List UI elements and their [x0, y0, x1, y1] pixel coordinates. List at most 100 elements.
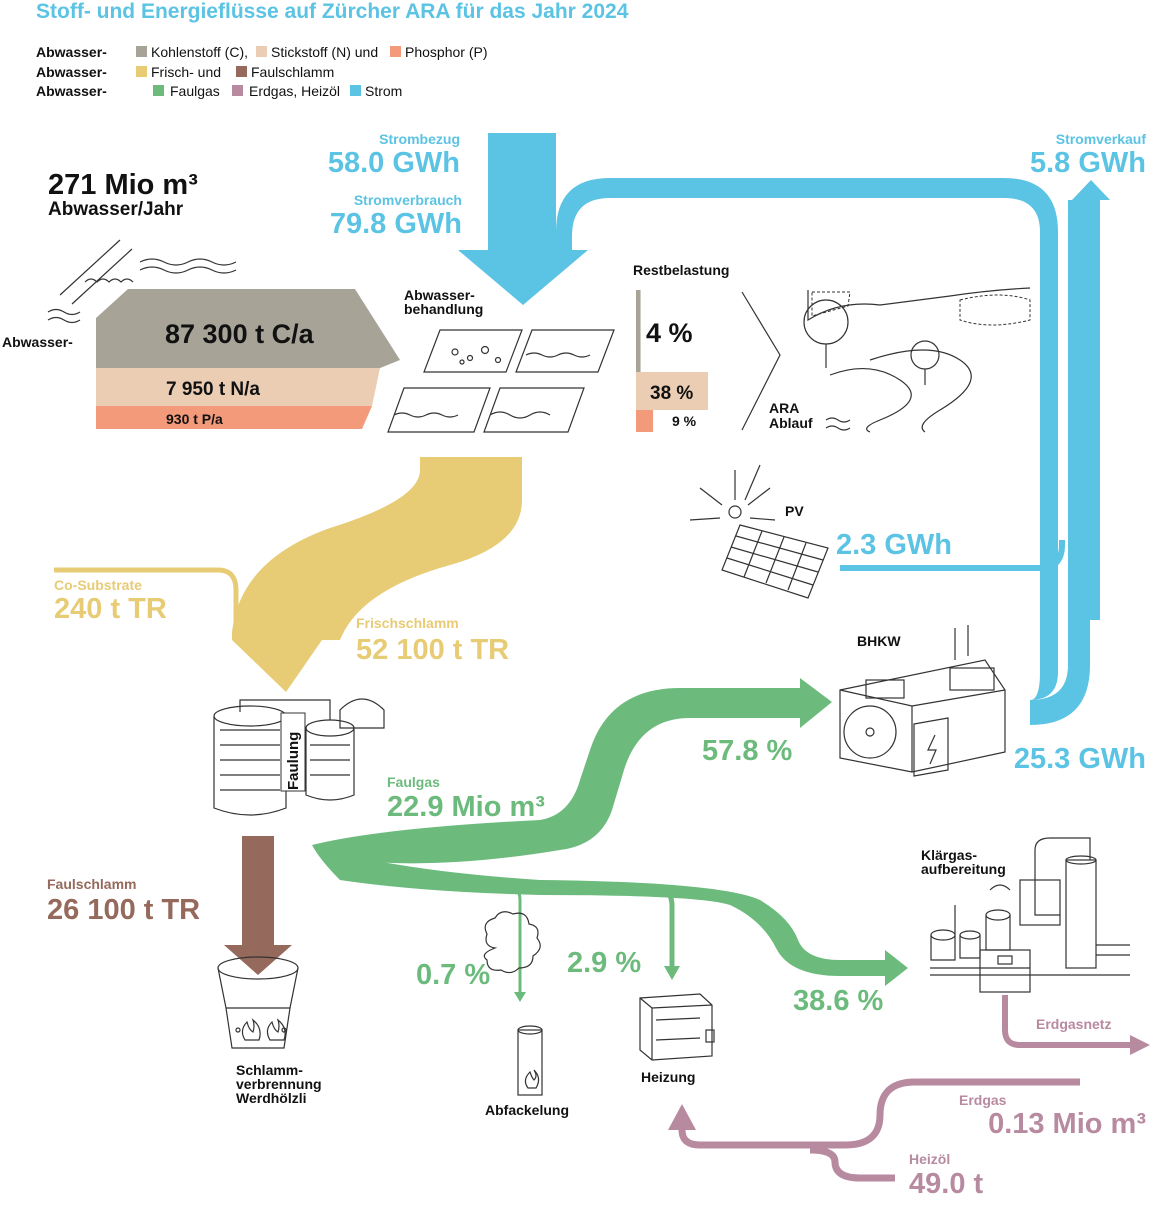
- upgrade-label-line2: aufbereitung: [921, 861, 1006, 877]
- heating-line: [540, 883, 675, 968]
- frischschlamm-label: Frischschlamm: [356, 615, 459, 631]
- erdgasnetz-arrowhead: [1130, 1035, 1150, 1055]
- legend-item-phosphor: Phosphor (P): [405, 44, 487, 60]
- bhkw-strom-value: 25.3 GWh: [1014, 743, 1146, 775]
- heizoel-value: 49.0 t: [909, 1168, 983, 1200]
- flare-pct: 0.7 %: [416, 959, 490, 991]
- carbon-value: 87 300 t C/a: [165, 319, 315, 349]
- page-title: Stoff- und Energieflüsse auf Zürcher ARA…: [36, 0, 629, 23]
- faulgas-value: 22.9 Mio m³: [387, 791, 545, 823]
- flare-label: Abfackelung: [485, 1102, 569, 1118]
- legend-item-stickstoff: Stickstoff (N) und: [271, 44, 378, 60]
- strombezug-label: Strombezug: [379, 131, 460, 147]
- faulgas-to-bhkw-band: [312, 678, 832, 864]
- legend-swatch-faulschlamm: [236, 66, 247, 77]
- erdgasnetz-line: [1002, 995, 1130, 1048]
- upgrade-label-line1: Klärgas-: [921, 847, 977, 863]
- strom-loop-band: [556, 178, 1058, 722]
- phosphorus-band: [96, 406, 372, 429]
- faulschlamm-value: 26 100 t TR: [47, 894, 200, 926]
- outflow-label-line2: Ablauf: [769, 415, 813, 431]
- legend-item-frischschlamm: Frisch- und: [151, 64, 221, 80]
- carbon-band: [96, 289, 400, 368]
- pv-value: 2.3 GWh: [836, 529, 952, 561]
- frischschlamm-band: [232, 457, 522, 692]
- strombezug-value: 58.0 GWh: [328, 147, 460, 179]
- heating-arrowhead: [664, 966, 680, 980]
- legend-item-faulgas: Faulgas: [170, 83, 220, 99]
- stromverbrauch-label: Stromverbrauch: [354, 192, 462, 208]
- heating-supply-arrowhead: [668, 1104, 696, 1130]
- bhkw-label: BHKW: [857, 633, 901, 649]
- heating-boiler-icon: [639, 993, 715, 1061]
- erdgas-label: Erdgas: [959, 1092, 1007, 1108]
- stromverkauf-value: 5.8 GWh: [1030, 147, 1146, 179]
- legend-swatch-erdgas: [232, 85, 243, 96]
- incineration-label-line3: Werdhölzli: [236, 1090, 307, 1106]
- rest-p-value: 9 %: [672, 413, 697, 429]
- incineration-label-line2: verbrennung: [236, 1076, 322, 1092]
- treatment-basins-icon: [387, 329, 615, 433]
- inflow-volume: 271 Mio m³: [48, 169, 198, 201]
- flare-line: [489, 878, 522, 995]
- stromverkauf-arrow: [1072, 180, 1110, 620]
- phosphorus-value: 930 t P/a: [166, 411, 223, 427]
- flare-arrowhead: [514, 992, 526, 1002]
- erdgas-line: [678, 1078, 1080, 1149]
- strombezug-arrow: [458, 133, 588, 305]
- heizoel-line: [809, 1146, 895, 1182]
- heizoel-label: Heizöl: [909, 1151, 950, 1167]
- treatment-label-line2: behandlung: [404, 301, 483, 317]
- legend-swatch-stickstoff: [256, 46, 267, 57]
- faulschlamm-arrow: [224, 836, 292, 975]
- bhkw-pct: 57.8 %: [702, 735, 792, 767]
- legend-swatch-frischschlamm: [136, 66, 147, 77]
- legend-item-erdgas: Erdgas, Heizöl: [249, 83, 340, 99]
- outflow-landscape-icon: [741, 287, 1031, 433]
- bhkw-engine-icon: [839, 625, 1006, 777]
- restbelastung-label: Restbelastung: [633, 262, 729, 278]
- cosubstrate-line: [54, 567, 239, 630]
- nitrogen-value: 7 950 t N/a: [166, 379, 260, 400]
- legend: Abwasser- Kohlenstoff (C), Stickstoff (N…: [36, 44, 487, 99]
- upgrade-pct: 38.6 %: [793, 985, 883, 1017]
- stromverbrauch-value: 79.8 GWh: [330, 208, 462, 240]
- solar-panel-icon: [689, 464, 829, 599]
- legend-swatch-faulgas: [153, 85, 164, 96]
- faulschlamm-label: Faulschlamm: [47, 876, 136, 892]
- electricity-flows: [458, 133, 1110, 725]
- frischschlamm-value: 52 100 t TR: [356, 634, 509, 666]
- stromverkauf-label: Stromverkauf: [1056, 131, 1147, 147]
- pv-label: PV: [785, 503, 804, 519]
- outflow-label-line1: ARA: [769, 400, 799, 416]
- legend-naehrstoffe-label: Abwasser-: [36, 44, 107, 60]
- natural-gas-flows: [668, 995, 1150, 1182]
- faulgas-to-upgrade-band: [312, 845, 908, 986]
- legend-item-faulschlamm: Faulschlamm: [251, 64, 334, 80]
- heating-label: Heizung: [641, 1069, 695, 1085]
- pv-line: [840, 540, 1065, 571]
- legend-swatch-kohlenstoff: [136, 46, 147, 57]
- rest-n-value: 38 %: [650, 383, 693, 404]
- rest-c-bar: [636, 290, 641, 372]
- heating-pct: 2.9 %: [567, 947, 641, 979]
- digester-icon: [213, 698, 385, 816]
- legend-energie-label: Abwasser-: [36, 83, 107, 99]
- flare-smoke-icon: [483, 911, 543, 1096]
- incineration-label-line1: Schlamm-: [236, 1062, 303, 1078]
- rest-p-bar: [636, 410, 654, 432]
- gas-flows: [312, 678, 908, 1002]
- rest-c-value: 4 %: [646, 318, 693, 348]
- faulgas-label: Faulgas: [387, 774, 440, 790]
- nutrient-inflow-band: [96, 289, 400, 429]
- faulung-label: Faulung: [285, 732, 302, 790]
- sludge-flows: [54, 457, 522, 975]
- legend-swatch-strom: [350, 85, 361, 96]
- incinerator-icon: [217, 956, 299, 1049]
- erdgasnetz-label: Erdgasnetz: [1036, 1016, 1111, 1032]
- legend-schlaemme-label: Abwasser-: [36, 64, 107, 80]
- cosubstrate-label: Co-Substrate: [54, 577, 142, 593]
- inflow-label: Abwasser-: [2, 334, 73, 350]
- inflow-pipe-icon: [47, 239, 237, 324]
